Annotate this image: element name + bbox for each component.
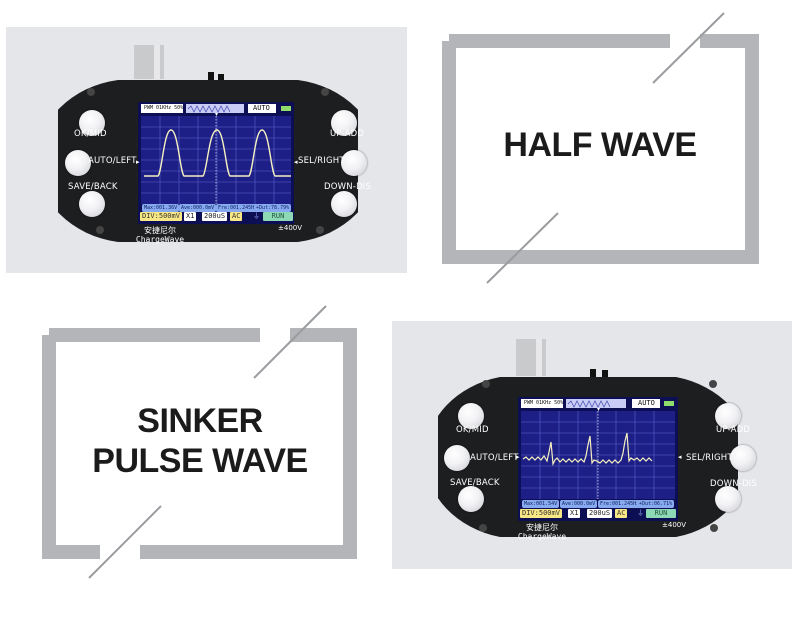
oscilloscope-device-1: PWM 01KHz 50% AUTO Max:001.36V Ave:000.0… (58, 44, 371, 244)
caption-sinker-pulse: SINKER PULSE WAVE (70, 401, 330, 481)
div-chip: DIV:500mV (520, 509, 562, 518)
div-chip: DIV:500mV (140, 212, 182, 221)
probe-chip: X1 (568, 509, 581, 518)
sel-right-knob[interactable] (341, 150, 367, 176)
save-back-knob[interactable] (458, 486, 484, 512)
screw-icon (479, 524, 487, 532)
down-dis-knob[interactable] (715, 486, 741, 512)
down-dis-label: DOWN-DIS (324, 182, 372, 192)
measure-duty: +Dut:06.71% (637, 500, 675, 508)
save-back-label: SAVE/BACK (68, 182, 118, 192)
measure-max: Max:001.36V (142, 204, 180, 212)
trigger-marker-icon (597, 408, 600, 411)
sel-right-label: SEL/RIGHT (298, 156, 345, 166)
coupling-chip: AC (615, 509, 628, 518)
trigger-right-marker: ◂ (294, 158, 298, 166)
pwm-readout: PWM 01KHz 50% (524, 400, 564, 406)
measure-ave: Ave:000.0mV (560, 500, 598, 508)
down-dis-label: DOWN-DIS (710, 479, 758, 489)
trigger-left-marker: ▸ (136, 158, 140, 166)
brand-en: ChargeWave (517, 532, 567, 541)
voltage-rating: ±400V (662, 521, 687, 529)
screw-icon (96, 226, 104, 234)
sel-right-label: SEL/RIGHT (686, 453, 733, 463)
ground-icon: ⏚ (637, 509, 644, 517)
brand-logo: 安捷尼尔 ChargeWave (510, 523, 574, 541)
screw-icon (321, 88, 329, 96)
pwm-readout: PWM 01KHz 50% (144, 105, 184, 111)
caption-frame-half-wave (442, 12, 759, 284)
probe-chip: X1 (184, 212, 197, 221)
ok-mid-label: OK/MID (74, 129, 107, 139)
save-back-label: SAVE/BACK (450, 478, 500, 488)
measure-freq: Fre:001.245Hz (598, 500, 642, 508)
brand-logo: 安捷尼尔 ChargeWave (130, 226, 190, 244)
brand-en: ChargeWave (135, 235, 185, 244)
down-dis-knob[interactable] (331, 191, 357, 217)
screw-icon (87, 88, 95, 96)
ground-icon: ⏚ (253, 212, 260, 220)
sel-right-knob[interactable] (730, 445, 756, 471)
up-add-label: UP-ADD (330, 129, 365, 139)
brand-cn: 安捷尼尔 (526, 523, 558, 532)
caption-sinker: SINKER (137, 402, 263, 440)
measure-duty: +Dut:78.79% (254, 204, 292, 212)
measure-ave: Ave:000.0mV (179, 204, 217, 212)
coupling-chip: AC (230, 212, 243, 221)
trigger-left-marker: ▸ (516, 453, 520, 461)
auto-left-knob[interactable] (444, 445, 470, 471)
run-chip: RUN (263, 212, 293, 221)
time-chip: 200uS (587, 509, 613, 518)
ok-mid-knob[interactable] (79, 110, 105, 136)
mode-readout: AUTO (253, 104, 270, 112)
oscilloscope-device-2: PWM 01KHz 50% AUTO Max:001.54V Ave:000.0… (438, 339, 757, 541)
up-add-label: UP-ADD (716, 425, 751, 435)
scope-screen (138, 102, 294, 224)
measure-freq: Fre:001.245Hz (216, 204, 260, 212)
up-add-knob[interactable] (331, 110, 357, 136)
auto-left-label: AUTO/LEFT (470, 453, 519, 463)
screw-icon (316, 226, 324, 234)
time-chip: 200uS (202, 212, 228, 221)
trigger-right-marker: ◂ (678, 453, 682, 461)
auto-left-knob[interactable] (65, 150, 91, 176)
measure-max: Max:001.54V (522, 500, 560, 508)
caption-half-wave: HALF WAVE (503, 126, 697, 164)
trigger-marker-icon (215, 113, 218, 116)
up-add-knob[interactable] (715, 403, 741, 429)
mode-readout: AUTO (638, 399, 655, 407)
run-chip: RUN (646, 509, 676, 518)
brand-cn: 安捷尼尔 (144, 226, 176, 235)
screw-icon (482, 380, 490, 388)
auto-left-label: AUTO/LEFT (88, 156, 137, 166)
screw-icon (709, 380, 717, 388)
voltage-rating: ±400V (278, 224, 303, 232)
caption-frame-sinker (42, 305, 357, 579)
ok-mid-label: OK/MID (456, 425, 489, 435)
save-back-knob[interactable] (79, 191, 105, 217)
ok-mid-knob[interactable] (458, 403, 484, 429)
caption-pulse-wave: PULSE WAVE (92, 442, 308, 480)
screw-icon (710, 524, 718, 532)
